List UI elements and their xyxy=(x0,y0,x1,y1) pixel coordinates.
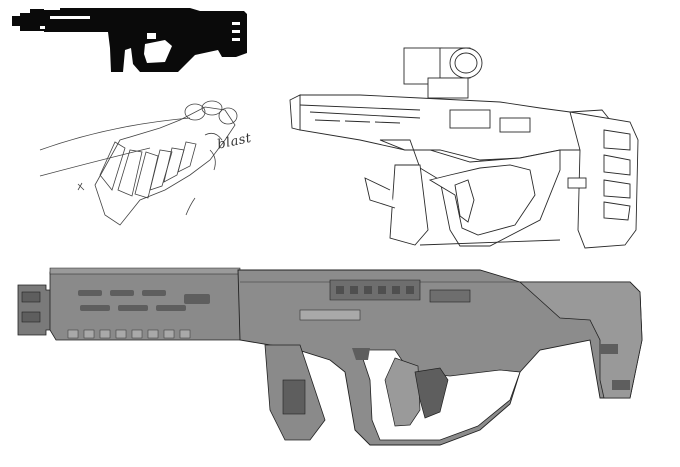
perspective-lineart xyxy=(289,47,639,249)
silhouette-sketch xyxy=(12,8,247,72)
gray-side-view xyxy=(17,267,643,446)
hand-blast-sketch xyxy=(39,100,238,226)
silhouette-cutouts xyxy=(40,16,240,63)
